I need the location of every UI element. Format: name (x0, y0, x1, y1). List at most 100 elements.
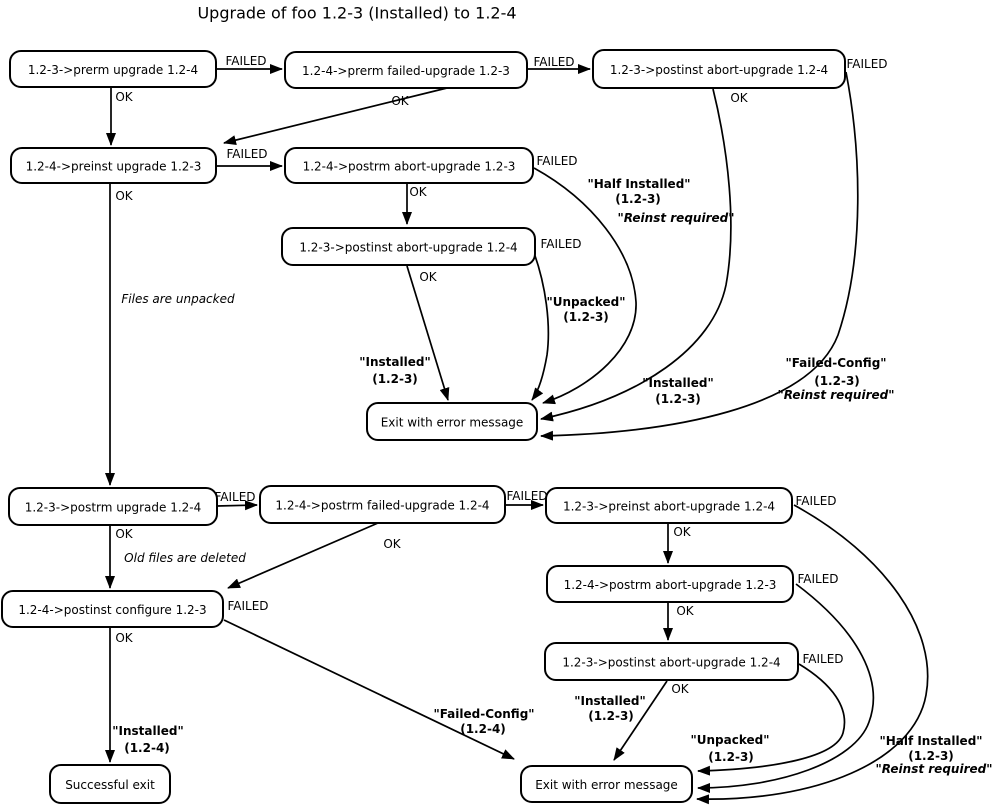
annotation-old-files-are-deleted-line-0: Old files are deleted (124, 551, 246, 565)
node-box-successful-exit (49, 764, 171, 804)
edge-label-postinst-abort-bot-failed: FAILED (802, 652, 843, 666)
node-box-postrm-abort-upgrade-mid (284, 147, 534, 184)
annotation-failed-config-1-2-4-line-1: (1.2-4) (460, 722, 506, 736)
node-box-postrm-upgrade (8, 487, 218, 526)
edge-label-postrm-abort-bot-ok: OK (676, 604, 694, 618)
annotation-installed-bottom-line-1: (1.2-3) (588, 709, 634, 723)
node-label-postinst-configure: 1.2-4->postinst configure 1.2-3 (18, 603, 206, 617)
node-postrm-upgrade: 1.2-3->postrm upgrade 1.2-4 (8, 487, 218, 526)
node-label-exit-error-1: Exit with error message (381, 416, 524, 430)
node-prerm-upgrade: 1.2-3->prerm upgrade 1.2-4 (9, 50, 217, 88)
annotation-unpacked-bottom-line-0: "Unpacked" (691, 733, 770, 747)
edge-label-prerm-failed-upgrade-failed: FAILED (533, 55, 574, 69)
annotation-half-installed-bottom-line-2: "Reinst required" (876, 762, 993, 776)
node-box-postrm-abort-upgrade-bot (546, 565, 794, 603)
node-label-postinst-abort-upgrade-top: 1.2-3->postinst abort-upgrade 1.2-4 (610, 63, 828, 77)
annotation-unpacked-top-line-0: "Unpacked" (547, 295, 626, 309)
edge-postinst-abort-mid-failed (531, 249, 550, 401)
annotation-files-are-unpacked-line-0: Files are unpacked (121, 292, 235, 306)
edge-postinst-abort-mid-ok (406, 265, 450, 401)
annotation-half-installed-bottom-line-1: (1.2-3) (908, 749, 954, 763)
annotation-failed-config-top-line-0: "Failed-Config" (785, 356, 886, 370)
annotation-installed-left-line-1: (1.2-3) (372, 372, 418, 386)
edge-postrm-abort-mid-failed (533, 167, 637, 405)
edge-postinst-abort-bot-ok (613, 680, 668, 761)
annotation-half-installed-top-line-2: "Reinst required" (618, 211, 735, 225)
node-box-exit-error-2 (520, 765, 693, 803)
node-box-postinst-abort-upgrade-bot (544, 642, 799, 681)
edge-preinst-abort-failed (696, 504, 929, 805)
edge-label-postrm-abort-bot-failed: FAILED (797, 572, 838, 586)
node-exit-error-1: Exit with error message (366, 402, 538, 441)
annotation-failed-config-1-2-4-line-0: "Failed-Config" (433, 707, 534, 721)
node-postrm-failed-upgrade: 1.2-4->postrm failed-upgrade 1.2-4 (259, 485, 506, 524)
node-postinst-abort-upgrade-top: 1.2-3->postinst abort-upgrade 1.2-4 (592, 49, 846, 89)
annotation-half-installed-bottom-line-0: "Half Installed" (879, 734, 982, 748)
edge-prerm-failed-upgrade-ok (223, 87, 448, 145)
edges-layer: FAILED OK FAILED OK OK FAILED FAILED OK OK FAILED… (105, 54, 929, 805)
annotation-failed-config-top-line-1: (1.2-3) (814, 374, 860, 388)
node-prerm-failed-upgrade: 1.2-4->prerm failed-upgrade 1.2-3 (284, 51, 528, 89)
node-label-prerm-failed-upgrade: 1.2-4->prerm failed-upgrade 1.2-3 (302, 64, 510, 78)
node-box-preinst-upgrade (10, 147, 217, 184)
annotation-installed-1-2-4-line-1: (1.2-4) (124, 741, 170, 755)
edge-label-postinst-configure-ok: OK (115, 631, 133, 645)
annotation-half-installed-top-line-0: "Half Installed" (587, 177, 690, 191)
node-box-prerm-failed-upgrade (284, 51, 528, 89)
edge-label-prerm-failed-upgrade-ok: OK (391, 94, 409, 108)
node-box-postinst-abort-upgrade-top (592, 49, 846, 89)
edge-postrm-abort-bot-failed (697, 583, 875, 793)
node-box-postinst-abort-upgrade-mid (281, 227, 536, 266)
node-label-postinst-abort-upgrade-bot: 1.2-3->postinst abort-upgrade 1.2-4 (562, 656, 780, 670)
node-label-postrm-failed-upgrade: 1.2-4->postrm failed-upgrade 1.2-4 (275, 499, 489, 513)
edge-postrm-upgrade-failed (216, 500, 258, 511)
node-label-postrm-abort-upgrade-mid: 1.2-4->postrm abort-upgrade 1.2-3 (303, 160, 516, 174)
annotation-unpacked-bottom-line-1: (1.2-3) (708, 750, 754, 764)
edge-postrm-failed-upgrade-ok (227, 522, 379, 589)
edge-label-postinst-abort-top-ok: OK (730, 91, 748, 105)
edge-label-postrm-failed-upgrade-ok: OK (383, 537, 401, 551)
edge-postinst-configure-failed (223, 619, 515, 760)
edge-label-postrm-upgrade-failed: FAILED (214, 490, 255, 504)
edge-label-postinst-abort-mid-ok: OK (419, 270, 437, 284)
edge-label-postinst-abort-bot-ok: OK (671, 682, 689, 696)
annotation-installed-left-line-0: "Installed" (359, 355, 430, 369)
node-label-postinst-abort-upgrade-mid: 1.2-3->postinst abort-upgrade 1.2-4 (299, 241, 517, 255)
edge-label-postrm-abort-mid-failed: FAILED (536, 154, 577, 168)
edge-label-preinst-upgrade-ok: OK (115, 189, 133, 203)
node-label-postrm-abort-upgrade-bot: 1.2-4->postrm abort-upgrade 1.2-3 (564, 578, 777, 592)
node-label-preinst-upgrade: 1.2-4->preinst upgrade 1.2-3 (26, 160, 202, 174)
edge-postinst-abort-top-ok (540, 88, 732, 422)
annotation-half-installed-top-line-1: (1.2-3) (615, 192, 661, 206)
edge-label-prerm-upgrade-ok: OK (115, 90, 133, 104)
edge-label-postinst-configure-failed: FAILED (227, 599, 268, 613)
node-box-postrm-failed-upgrade (259, 485, 506, 524)
node-box-postinst-configure (1, 590, 224, 628)
annotation-installed-1-2-4-line-0: "Installed" (112, 724, 183, 738)
node-label-preinst-abort-upgrade: 1.2-3->preinst abort-upgrade 1.2-4 (563, 500, 775, 514)
node-label-exit-error-2: Exit with error message (535, 778, 678, 792)
annotation-failed-config-top-line-2: "Reinst required" (778, 388, 895, 402)
node-box-prerm-upgrade (9, 50, 217, 88)
node-label-prerm-upgrade: 1.2-3->prerm upgrade 1.2-4 (28, 63, 198, 77)
annotation-installed-bottom-line-0: "Installed" (574, 694, 645, 708)
node-postinst-configure: 1.2-4->postinst configure 1.2-3 (1, 590, 224, 628)
edge-label-preinst-abort-failed: FAILED (795, 494, 836, 508)
annotation-installed-mid-line-0: "Installed" (642, 376, 713, 390)
node-preinst-abort-upgrade: 1.2-3->preinst abort-upgrade 1.2-4 (545, 487, 793, 524)
edge-label-preinst-abort-ok: OK (673, 525, 691, 539)
edge-label-postrm-abort-mid-ok: OK (409, 185, 427, 199)
node-box-exit-error-1 (366, 402, 538, 441)
edge-postinst-abort-top-failed (540, 71, 859, 441)
edge-label-preinst-upgrade-failed: FAILED (226, 147, 267, 161)
node-exit-error-2: Exit with error message (520, 765, 693, 803)
edge-label-postinst-abort-top-failed: FAILED (846, 57, 887, 71)
node-postinst-abort-upgrade-mid: 1.2-3->postinst abort-upgrade 1.2-4 (281, 227, 536, 266)
node-postrm-abort-upgrade-mid: 1.2-4->postrm abort-upgrade 1.2-3 (284, 147, 534, 184)
nodes-layer: 1.2-3->prerm upgrade 1.2-4 1.2-4->prerm f… (1, 49, 846, 804)
edge-label-postinst-abort-mid-failed: FAILED (540, 237, 581, 251)
node-preinst-upgrade: 1.2-4->preinst upgrade 1.2-3 (10, 147, 217, 184)
annotation-unpacked-top-line-1: (1.2-3) (563, 310, 609, 324)
